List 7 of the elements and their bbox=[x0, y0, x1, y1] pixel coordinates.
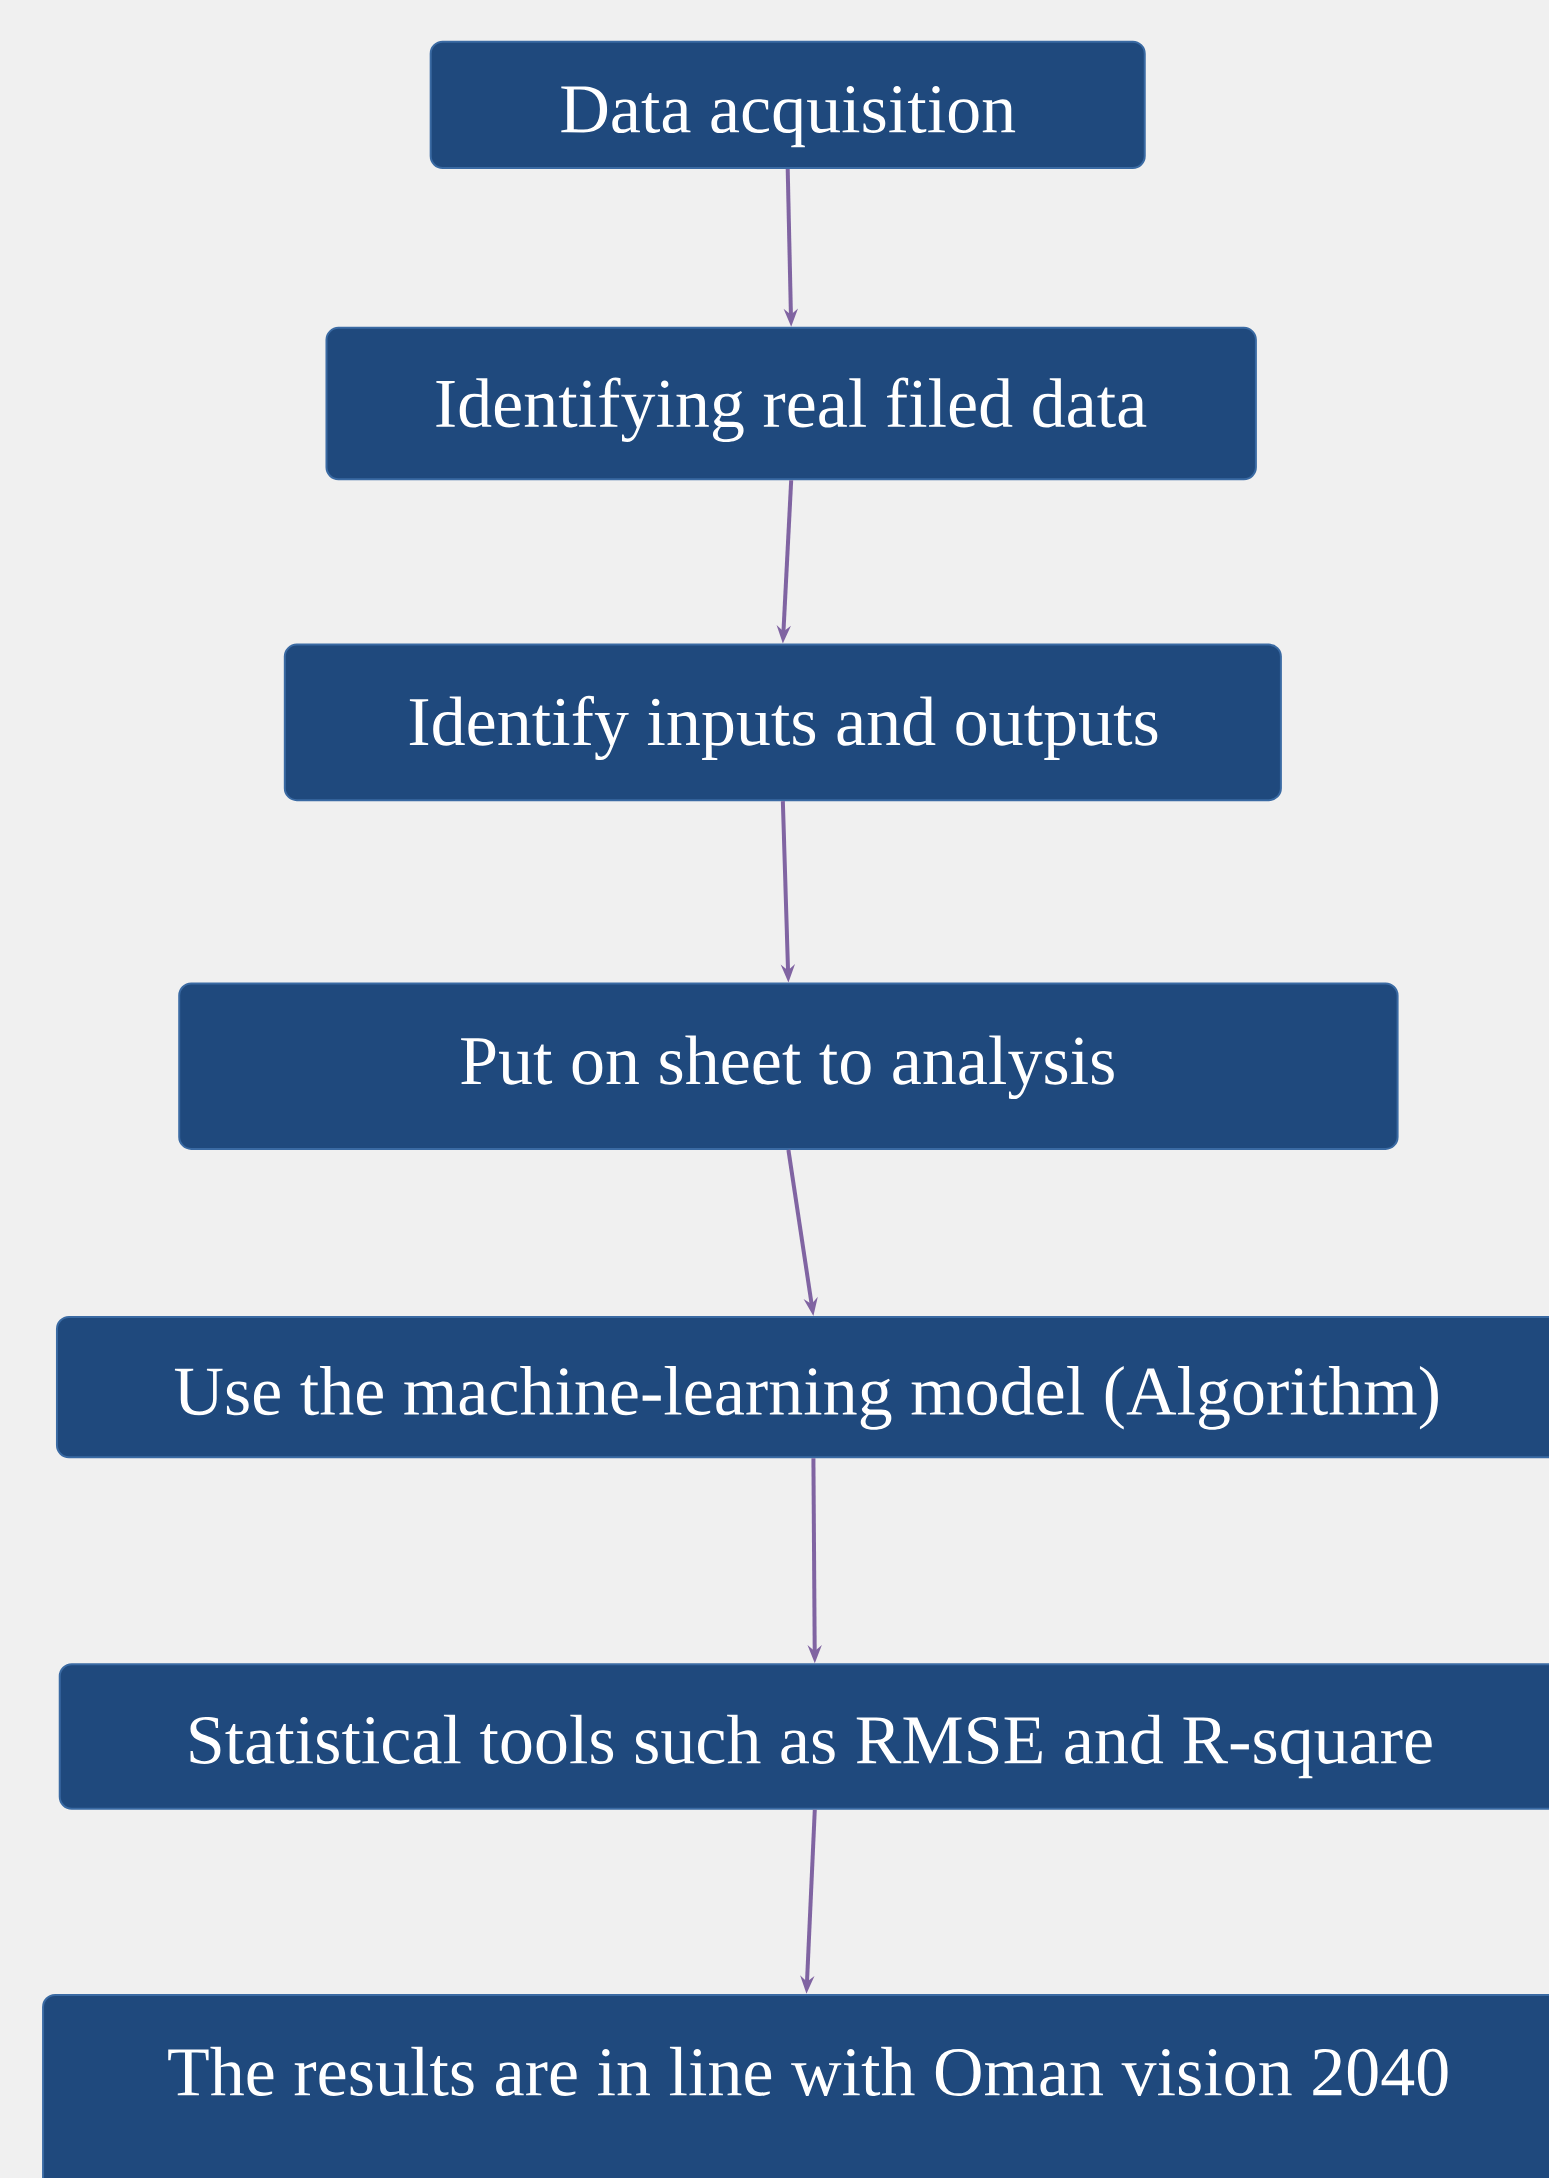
process-box: Statistical tools such as RMSE and R-square bbox=[58, 1663, 1549, 1810]
process-box: The results are in line with Oman vision 2040 bbox=[42, 1993, 1549, 2178]
process-box: Identifying real filed data bbox=[325, 326, 1257, 481]
process-box: Identify inputs and outputs bbox=[283, 643, 1282, 802]
process-box: Put on sheet to analysis bbox=[178, 982, 1399, 1150]
process-box: Use the machine-learning model (Algorithm) bbox=[55, 1316, 1549, 1459]
process-box: Data acquisition bbox=[429, 40, 1146, 170]
